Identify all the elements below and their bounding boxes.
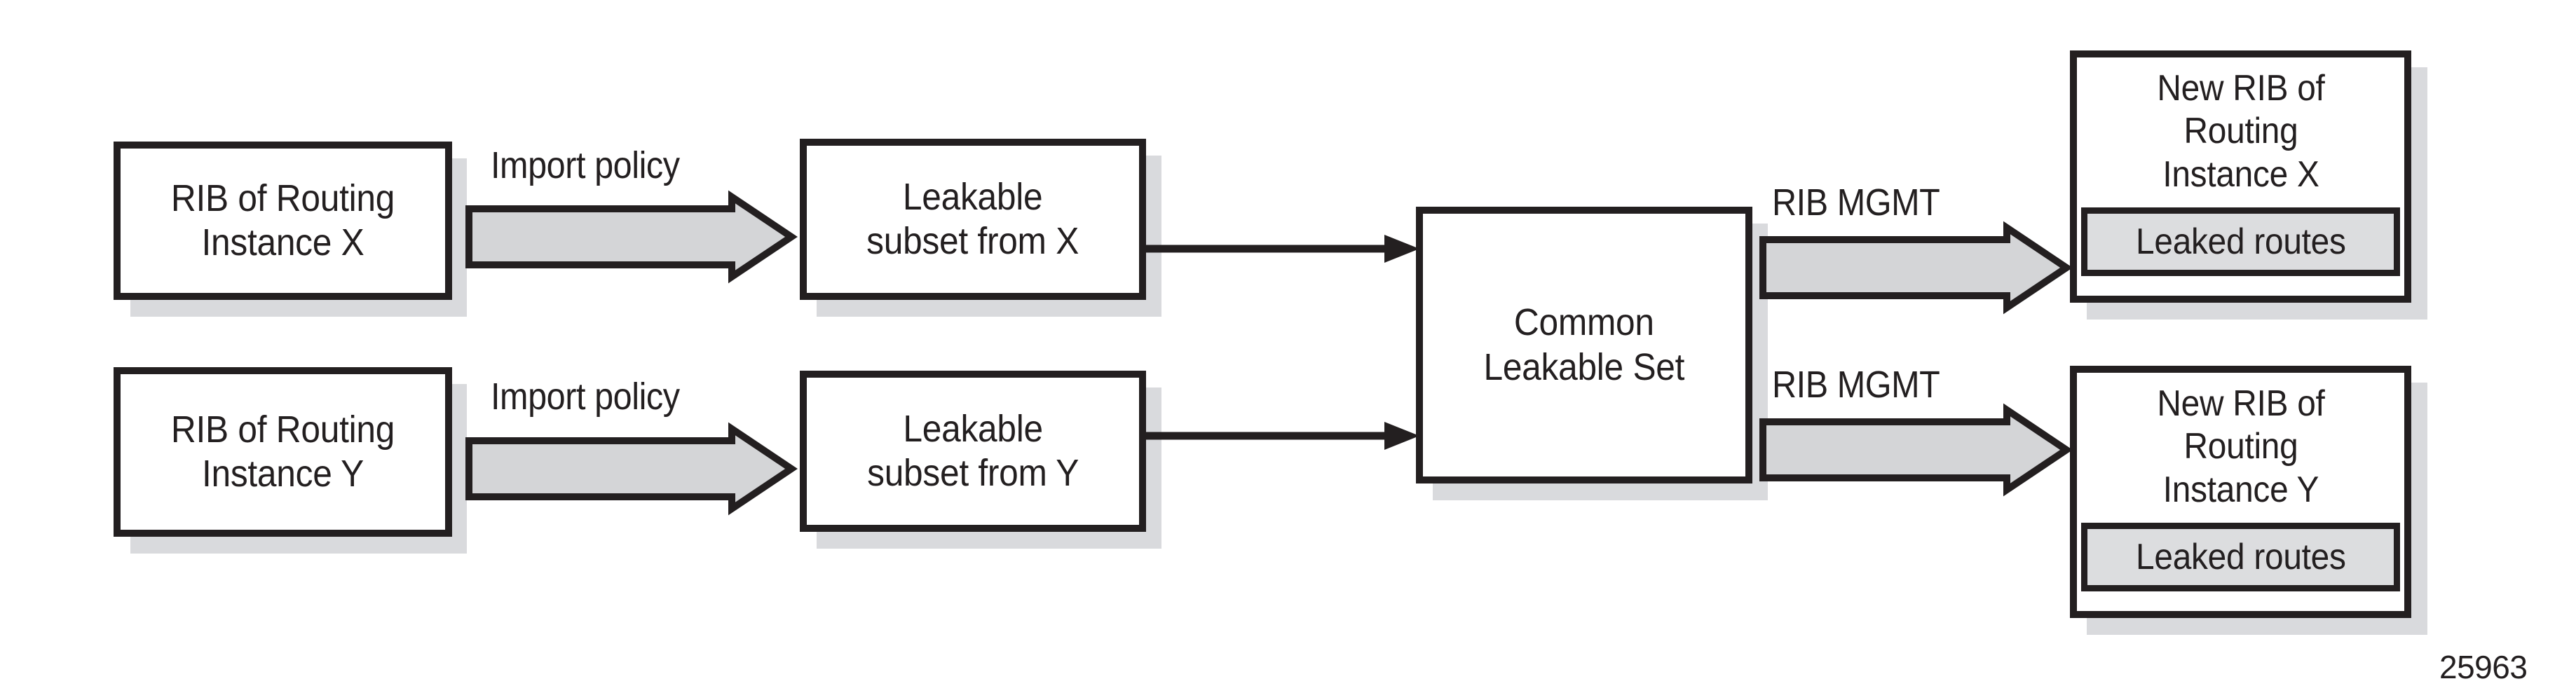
box-subset-x-label: Leakable subset from X — [866, 175, 1079, 262]
box-new-rib-y-label: New RIB of Routing Instance Y — [2156, 383, 2325, 510]
box-leakable-subset-from-x: Leakable subset from X — [800, 139, 1146, 300]
box-new-rib-x-label: New RIB of Routing Instance X — [2156, 68, 2325, 195]
panel-leaked-routes-y: Leaked routes — [2081, 523, 2400, 591]
box-common-leakable-set-label: Common Leakable Set — [1483, 301, 1685, 388]
box-rib-y-label: RIB of Routing Instance Y — [170, 408, 395, 495]
box-common-leakable-set: Common Leakable Set — [1416, 207, 1752, 483]
connector-subset-y-to-common-set — [1146, 418, 1419, 453]
label-rib-mgmt-x: RIB MGMT — [1772, 181, 1940, 224]
box-rib-of-routing-instance-x: RIB of Routing Instance X — [114, 142, 452, 300]
block-arrow-rib-mgmt-x — [1759, 221, 2073, 315]
block-arrow-rib-mgmt-y — [1759, 403, 2073, 497]
figure-id-label: 25963 — [2439, 649, 2528, 685]
label-import-policy-x: Import policy — [491, 144, 680, 186]
block-arrow-import-policy-y — [465, 422, 798, 516]
box-leakable-subset-from-y: Leakable subset from Y — [800, 371, 1146, 532]
label-import-policy-y: Import policy — [491, 376, 680, 418]
connector-subset-x-to-common-set — [1146, 231, 1419, 266]
panel-leaked-routes-y-label: Leaked routes — [2135, 537, 2346, 577]
panel-leaked-routes-x-label: Leaked routes — [2135, 221, 2346, 262]
label-rib-mgmt-y: RIB MGMT — [1772, 364, 1940, 406]
panel-leaked-routes-x: Leaked routes — [2081, 207, 2400, 276]
box-rib-of-routing-instance-y: RIB of Routing Instance Y — [114, 367, 452, 537]
block-arrow-import-policy-x — [465, 190, 798, 284]
box-subset-y-label: Leakable subset from Y — [867, 407, 1079, 494]
box-rib-x-label: RIB of Routing Instance X — [170, 177, 395, 263]
